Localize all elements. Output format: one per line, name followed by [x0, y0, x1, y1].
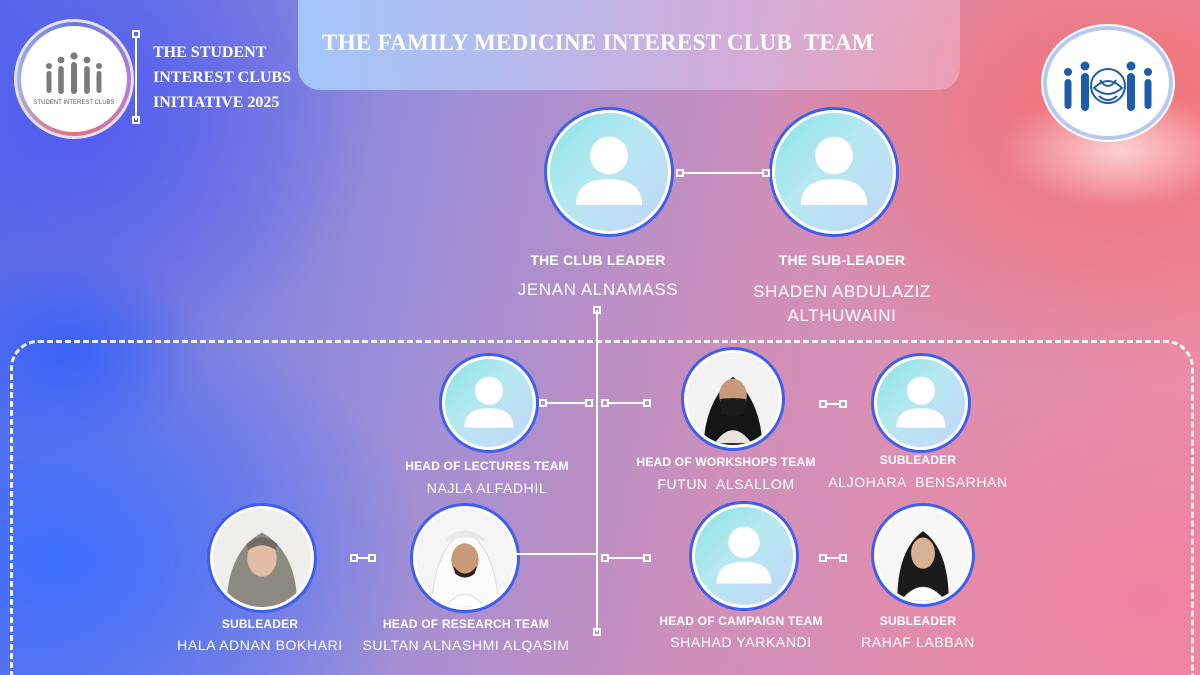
club-leader-avatar	[547, 110, 671, 234]
divider-cap	[132, 30, 140, 38]
lectures-head-name: NAJLA ALFADHIL	[426, 480, 548, 496]
user-silhouette-icon	[716, 526, 772, 584]
initiative-heading: THE STUDENT INTEREST CLUBS INITIATIVE 20…	[153, 40, 291, 115]
research-head-role: HEAD OF RESEARCH TEAM	[382, 617, 550, 631]
user-silhouette-icon	[575, 136, 643, 206]
research-subleader-avatar	[210, 506, 314, 610]
initiative-line-2: INTEREST CLUBS	[153, 69, 291, 86]
link-connector	[819, 400, 847, 408]
campaign-subleader-role: SUBLEADER	[879, 614, 957, 628]
workshops-head-avatar	[684, 350, 782, 448]
campaign-head-name: SHAHAD YARKANDI	[670, 634, 812, 650]
campaign-head-role: HEAD OF CAMPAIGN TEAM	[659, 614, 823, 628]
initiative-line-1: THE STUDENT	[153, 44, 267, 61]
link-connector	[601, 399, 651, 407]
user-silhouette-icon	[800, 136, 868, 206]
link-connector	[676, 169, 770, 177]
link-connector	[539, 399, 593, 407]
user-silhouette-icon	[896, 376, 946, 428]
workshops-subleader-avatar	[874, 356, 968, 450]
person-photo	[687, 353, 779, 445]
campaign-subleader-avatar	[874, 506, 972, 604]
family-medicine-club-logo	[1047, 30, 1169, 136]
sub-leader-role: THE SUB-LEADER	[778, 252, 906, 268]
person-photo	[877, 509, 969, 601]
student-interest-clubs-logo: STUDENT INTEREST CLUBS	[17, 22, 131, 136]
club-leader-role: THE CLUB LEADER	[530, 252, 666, 268]
research-subleader-role: SUBLEADER	[221, 617, 299, 631]
link-connector	[350, 554, 376, 562]
trunk-cap	[593, 306, 601, 314]
research-head-name: SULTAN ALNASHMI ALQASIM	[362, 637, 570, 653]
sub-leader-name: SHADEN ABDULAZIZ ALTHUWAINI	[753, 282, 931, 325]
person-photo	[416, 509, 514, 607]
club-emblem-icon	[1064, 61, 1152, 111]
branch-line	[516, 553, 596, 555]
divider-cap	[132, 116, 140, 124]
trunk-line	[596, 310, 598, 632]
workshops-subleader-name: ALJOHARA BENSARHAN	[828, 474, 1008, 490]
campaign-subleader-name: RAHAF LABBAN	[861, 634, 975, 650]
initiative-line-3: INITIATIVE 2025	[153, 94, 280, 111]
link-connector	[601, 554, 651, 562]
link-connector	[819, 554, 847, 562]
lectures-head-avatar	[442, 356, 536, 450]
people-bars-icon	[46, 52, 102, 94]
sub-leader-avatar	[772, 110, 896, 234]
research-head-avatar	[413, 506, 517, 610]
club-leader-name: JENAN ALNAMASS	[517, 280, 679, 299]
workshops-head-role: HEAD OF WORKSHOPS TEAM	[636, 455, 816, 469]
team-frame	[10, 340, 1194, 675]
lectures-head-role: HEAD OF LECTURES TEAM	[405, 459, 569, 473]
divider	[135, 36, 137, 120]
page-title: THE FAMILY MEDICINE INTEREST CLUB TEAM	[322, 30, 874, 55]
logo-tagline: STUDENT INTEREST CLUBS	[33, 100, 115, 106]
research-subleader-name: HALA ADNAN BOKHARI	[177, 637, 343, 653]
campaign-head-avatar	[692, 504, 796, 608]
user-silhouette-icon	[464, 376, 514, 428]
workshops-subleader-role: SUBLEADER	[879, 453, 957, 467]
person-photo	[213, 509, 311, 607]
trunk-cap	[593, 628, 601, 636]
title-banner	[298, 0, 960, 90]
workshops-head-name: FUTUN ALSALLOM	[657, 476, 795, 492]
